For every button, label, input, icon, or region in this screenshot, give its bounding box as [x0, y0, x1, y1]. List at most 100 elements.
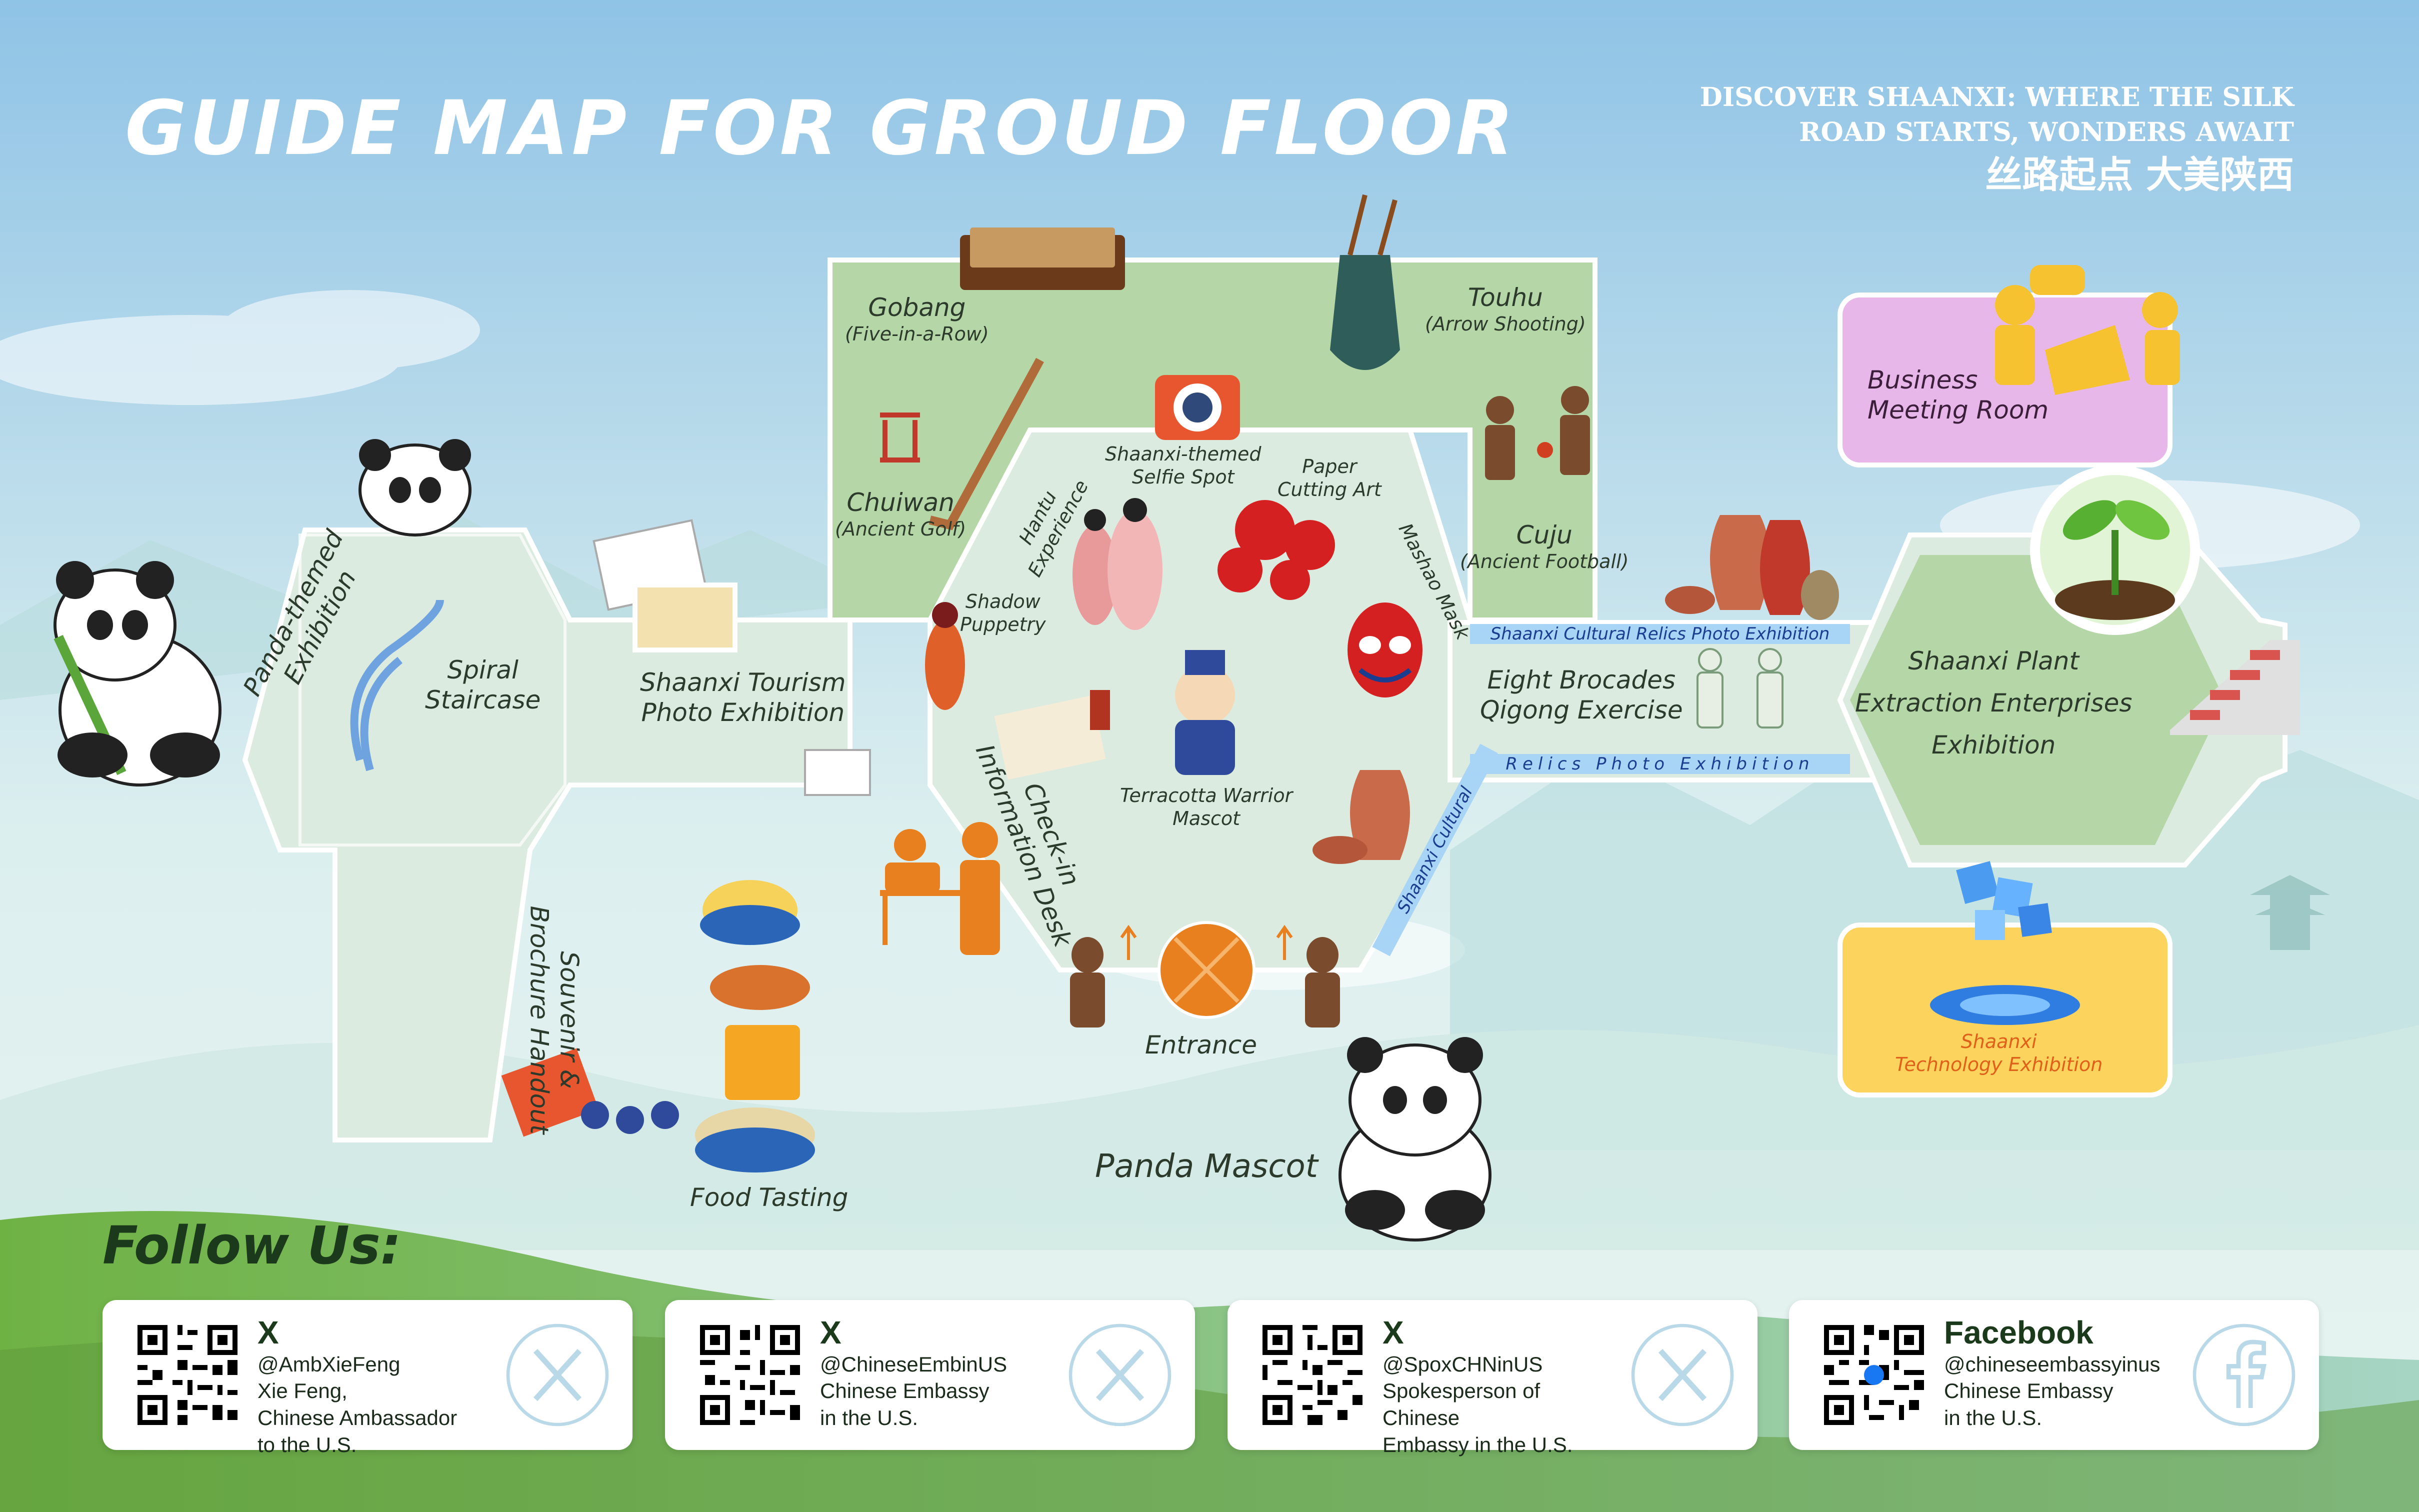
- qr-code-icon[interactable]: [1258, 1320, 1368, 1430]
- slogan-chinese: 丝路起点 大美陕西: [1985, 154, 2294, 196]
- x-logo-icon: [506, 1324, 609, 1426]
- card-handle[interactable]: @chineseembassyinus: [1944, 1352, 2160, 1376]
- paper-cutting-label-1: Paper: [1302, 456, 1357, 478]
- spiral-staircase-label-1: Spiral: [447, 656, 518, 684]
- card-platform: X: [258, 1314, 279, 1350]
- area-spiral-staircase: Spiral Staircase: [425, 655, 540, 715]
- area-food-tasting: Food Tasting: [690, 1182, 848, 1212]
- tech-cubes-icon: [1930, 861, 2080, 1025]
- plant-label-2: Extraction Enterprises: [1855, 688, 2132, 718]
- relics-photo-strip-top: Shaanxi Cultural Relics Photo Exhibition: [1470, 624, 1850, 644]
- chuiwan-sublabel: (Ancient Golf): [835, 518, 966, 540]
- souvenir-icon: [501, 1048, 679, 1137]
- area-paper-cutting: Paper Cutting Art: [1278, 455, 1382, 501]
- eight-brocades-label-2: Qigong Exercise: [1480, 696, 1683, 724]
- terracotta-label-1: Terracotta Warrior: [1120, 784, 1293, 806]
- card-description: Chinese Embassy in the U.S.: [820, 1379, 990, 1430]
- shadow-puppetry-label-2: Puppetry: [960, 614, 1046, 636]
- peeking-panda-icon: [358, 439, 472, 536]
- social-card-2[interactable]: X @ChineseEmbinUS Chinese Embassy in the…: [665, 1300, 1195, 1450]
- card-handle[interactable]: @ChineseEmbinUS: [820, 1352, 1008, 1376]
- area-entrance: Entrance: [1145, 1030, 1257, 1060]
- social-card-3[interactable]: X @SpoxCHNinUS Spokesperson of Chinese E…: [1228, 1300, 1758, 1456]
- area-panda-mascot: Panda Mascot: [1095, 1148, 1318, 1186]
- meeting-icon: [1995, 265, 2180, 395]
- shadow-puppet-icon: [925, 602, 965, 710]
- area-business-meeting: Business Meeting Room: [1868, 365, 2048, 425]
- relics-photo-bottom-label: Relics Photo Exhibition: [1506, 754, 1814, 774]
- selfie-label-1: Shaanxi-themed: [1105, 443, 1262, 465]
- spiral-staircase-icon: [350, 600, 444, 772]
- x-logo-icon: [1068, 1324, 1172, 1426]
- cuju-players-icon: [1485, 386, 1590, 480]
- area-gobang: Gobang (Five-in-a-Row): [845, 292, 989, 346]
- card-platform: Facebook: [1944, 1314, 2094, 1350]
- area-technology: Shaanxi Technology Exhibition: [1895, 1030, 2102, 1076]
- social-card-1[interactable]: X @AmbXieFeng Xie Feng, Chinese Ambassad…: [102, 1300, 632, 1456]
- technology-label-1: Shaanxi: [1960, 1030, 2037, 1052]
- touhu-pot-icon: [1330, 194, 1400, 370]
- business-label-2: Meeting Room: [1868, 396, 2049, 424]
- slogan: DISCOVER SHAANXI: WHERE THE SILK ROAD ST…: [1700, 80, 2294, 200]
- checkin-desk-icon: [880, 822, 1000, 955]
- card-description: Spokesperson of Chinese Embassy in the U…: [1382, 1379, 1573, 1456]
- qr-code-icon[interactable]: [695, 1320, 805, 1430]
- gobang-sublabel: (Five-in-a-Row): [845, 323, 989, 345]
- area-tourism-photo: Shaanxi Tourism Photo Exhibition: [640, 668, 846, 728]
- panda-mascot-icon: [1338, 1037, 1492, 1242]
- card-platform: X: [820, 1314, 842, 1350]
- area-selfie-spot: Shaanxi-themed Selfie Spot: [1105, 442, 1262, 488]
- stamp-scroll-icon: [994, 690, 1110, 780]
- qr-code-icon[interactable]: [1819, 1320, 1929, 1430]
- chuiwan-club-icon: [880, 358, 1044, 530]
- relics-photo-top-label: Shaanxi Cultural Relics Photo Exhibition: [1490, 624, 1830, 644]
- technology-label-2: Technology Exhibition: [1895, 1054, 2103, 1076]
- west-hexagon-frame: [298, 534, 566, 846]
- card-handle[interactable]: @SpoxCHNinUS: [1382, 1352, 1543, 1376]
- area-eight-brocades: Eight Brocades Qigong Exercise: [1480, 665, 1683, 725]
- qr-code-icon[interactable]: [132, 1320, 242, 1430]
- touhu-label: Touhu: [1468, 283, 1543, 312]
- mountains-decoration: [0, 510, 2419, 1150]
- terracotta-mascot-icon: [1175, 650, 1235, 775]
- spiral-staircase-label-2: Staircase: [425, 686, 541, 714]
- x-logo-icon: [1631, 1324, 1734, 1426]
- selfie-label-2: Selfie Spot: [1132, 466, 1234, 488]
- green-play-zone: [828, 258, 1598, 622]
- shadow-puppetry-label-1: Shadow: [965, 590, 1040, 612]
- card-handle[interactable]: @AmbXieFeng: [258, 1352, 400, 1376]
- paper-cutting-icon: [1218, 500, 1335, 600]
- plant-label-3: Exhibition: [1932, 730, 2056, 760]
- area-touhu: Touhu (Arrow Shooting): [1425, 282, 1586, 336]
- pottery-vase-small-icon: [1312, 770, 1410, 864]
- card-platform: X: [1382, 1314, 1404, 1350]
- area-plant-extraction: Shaanxi Plant Extraction Enterprises Exh…: [1855, 640, 2132, 766]
- mashao-mask-icon: [1348, 602, 1422, 698]
- camera-icon: [1155, 375, 1240, 440]
- chuiwan-label: Chuiwan: [846, 488, 954, 517]
- facebook-logo-icon: [2192, 1324, 2296, 1426]
- food-tasting-label: Food Tasting: [690, 1183, 848, 1212]
- area-shadow-puppetry: Shadow Puppetry: [960, 590, 1046, 636]
- tourism-photo-label-1: Shaanxi Tourism: [640, 668, 846, 697]
- gobang-label: Gobang: [868, 293, 966, 322]
- hanfu-figures-icon: [1072, 498, 1162, 630]
- social-card-4[interactable]: Facebook @chineseembassyinus Chinese Emb…: [1789, 1300, 2319, 1450]
- entrance-marker: [1120, 921, 1293, 1019]
- cuju-label: Cuju: [1516, 520, 1572, 550]
- stairs-icon: [2170, 640, 2300, 735]
- paper-cutting-label-2: Cutting Art: [1278, 478, 1382, 500]
- souvenir-label-2: Brochure Handout: [524, 906, 554, 1134]
- terracotta-guard-icons: [1070, 937, 1340, 1028]
- pavilion-icon: [2250, 875, 2330, 950]
- page-title: GUIDE MAP FOR GROUD FLOOR: [125, 85, 1517, 172]
- area-chuiwan: Chuiwan (Ancient Golf): [835, 488, 966, 540]
- relics-photo-strip-bottom: Relics Photo Exhibition: [1470, 754, 1850, 774]
- business-label-1: Business: [1868, 366, 1978, 394]
- slogan-line-2: ROAD STARTS, WONDERS AWAIT: [1799, 117, 2294, 148]
- terracotta-label-2: Mascot: [1172, 808, 1240, 830]
- follow-us-heading: Follow Us:: [102, 1215, 402, 1276]
- entrance-label: Entrance: [1145, 1030, 1258, 1060]
- area-cuju: Cuju (Ancient Football): [1460, 520, 1628, 573]
